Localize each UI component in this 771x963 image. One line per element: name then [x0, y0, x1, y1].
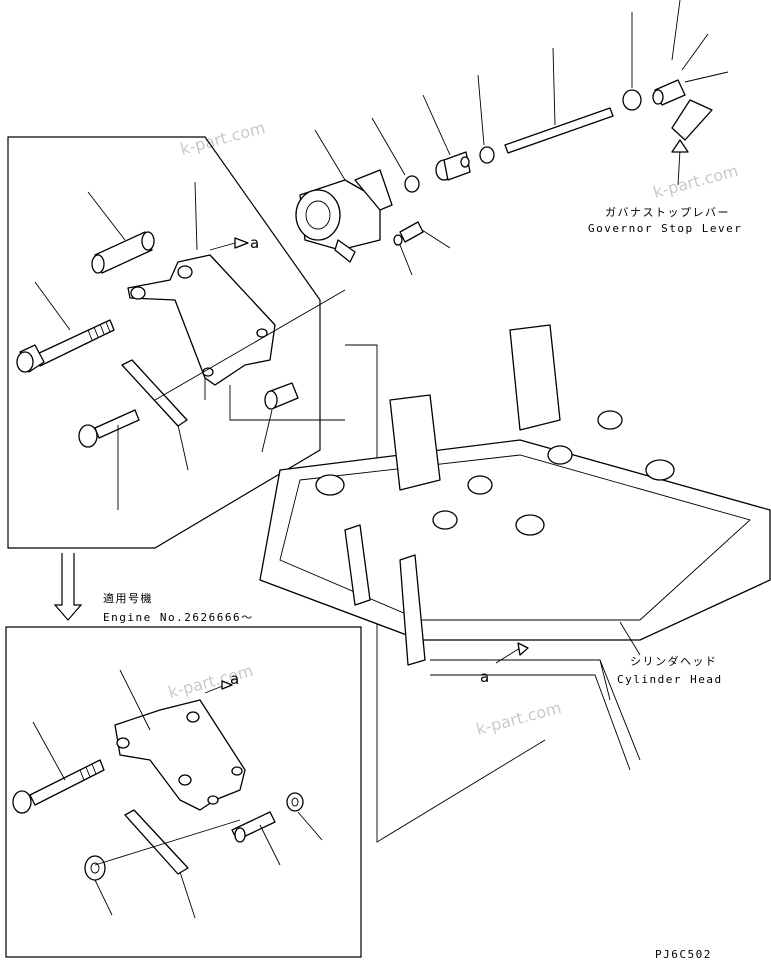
arrow-head-icon [671, 139, 689, 153]
threaded-rod [504, 107, 614, 154]
watermark-1: k-part.com [178, 118, 267, 159]
connector-line [229, 385, 345, 421]
applicable-engine-jp: 適用号機 [103, 591, 153, 605]
cylinder-head [259, 324, 771, 771]
nut-3 [622, 89, 642, 111]
watermark-2: k-part.com [651, 161, 740, 202]
nut-1 [404, 175, 420, 193]
strap [121, 359, 188, 427]
arrow-head-icon [517, 642, 529, 656]
governor-stop-lever-jp: ガバナストップレバー [605, 206, 730, 219]
washer [286, 792, 304, 812]
bracket-new [114, 699, 246, 811]
rod-end [652, 79, 686, 106]
bolt-small [393, 221, 424, 246]
watermark-4: k-part.com [474, 698, 563, 739]
collar [264, 382, 299, 410]
engine-serial-number: Engine No.2626666～ [103, 611, 254, 624]
cylinder-head-jp: シリンダヘッド [630, 654, 718, 668]
mark-a-head: a [480, 668, 489, 686]
long-bolt-new [12, 759, 105, 814]
mark-a-bottom: a [230, 670, 239, 688]
strap-new [124, 809, 189, 875]
connector-fitting [435, 151, 471, 181]
stud-bolt [231, 811, 276, 843]
governor-stop-lever [671, 99, 713, 141]
down-arrow-icon [53, 553, 83, 621]
bottom-detail-frame [5, 626, 362, 958]
arrow-head-icon [221, 680, 233, 690]
short-bolt [78, 409, 140, 448]
arrow-head-icon [234, 237, 249, 249]
part-code: PJ6C502 [655, 948, 712, 961]
nut-2 [479, 146, 495, 164]
stop-motor-bracket [127, 254, 276, 386]
stop-motor [295, 169, 393, 263]
long-bolt [16, 319, 115, 373]
mark-a-top: a [250, 234, 259, 252]
flange-nut [84, 855, 106, 881]
governor-stop-lever-en: Governor Stop Lever [588, 222, 742, 235]
spacer-tube [91, 231, 155, 274]
watermark-3: k-part.com [166, 661, 255, 702]
cylinder-head-en: Cylinder Head [617, 673, 723, 686]
top-detail-frame [7, 136, 321, 549]
